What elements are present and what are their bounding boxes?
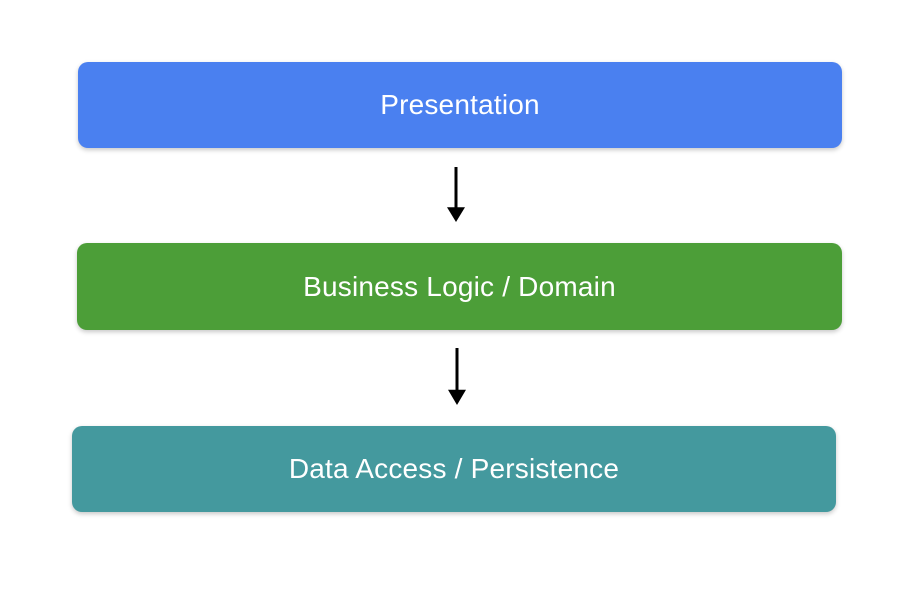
layer-box-data-access: Data Access / Persistence: [72, 426, 836, 512]
layer-box-presentation: Presentation: [78, 62, 842, 148]
layer-box-business-logic: Business Logic / Domain: [77, 243, 842, 330]
layer-label-data-access: Data Access / Persistence: [288, 453, 620, 484]
arrow-down-icon: [447, 167, 465, 222]
arrow-down-icon: [448, 348, 466, 405]
layer-label-business-logic: Business Logic / Domain: [303, 270, 616, 302]
layer-label-presentation: Presentation: [380, 89, 540, 120]
